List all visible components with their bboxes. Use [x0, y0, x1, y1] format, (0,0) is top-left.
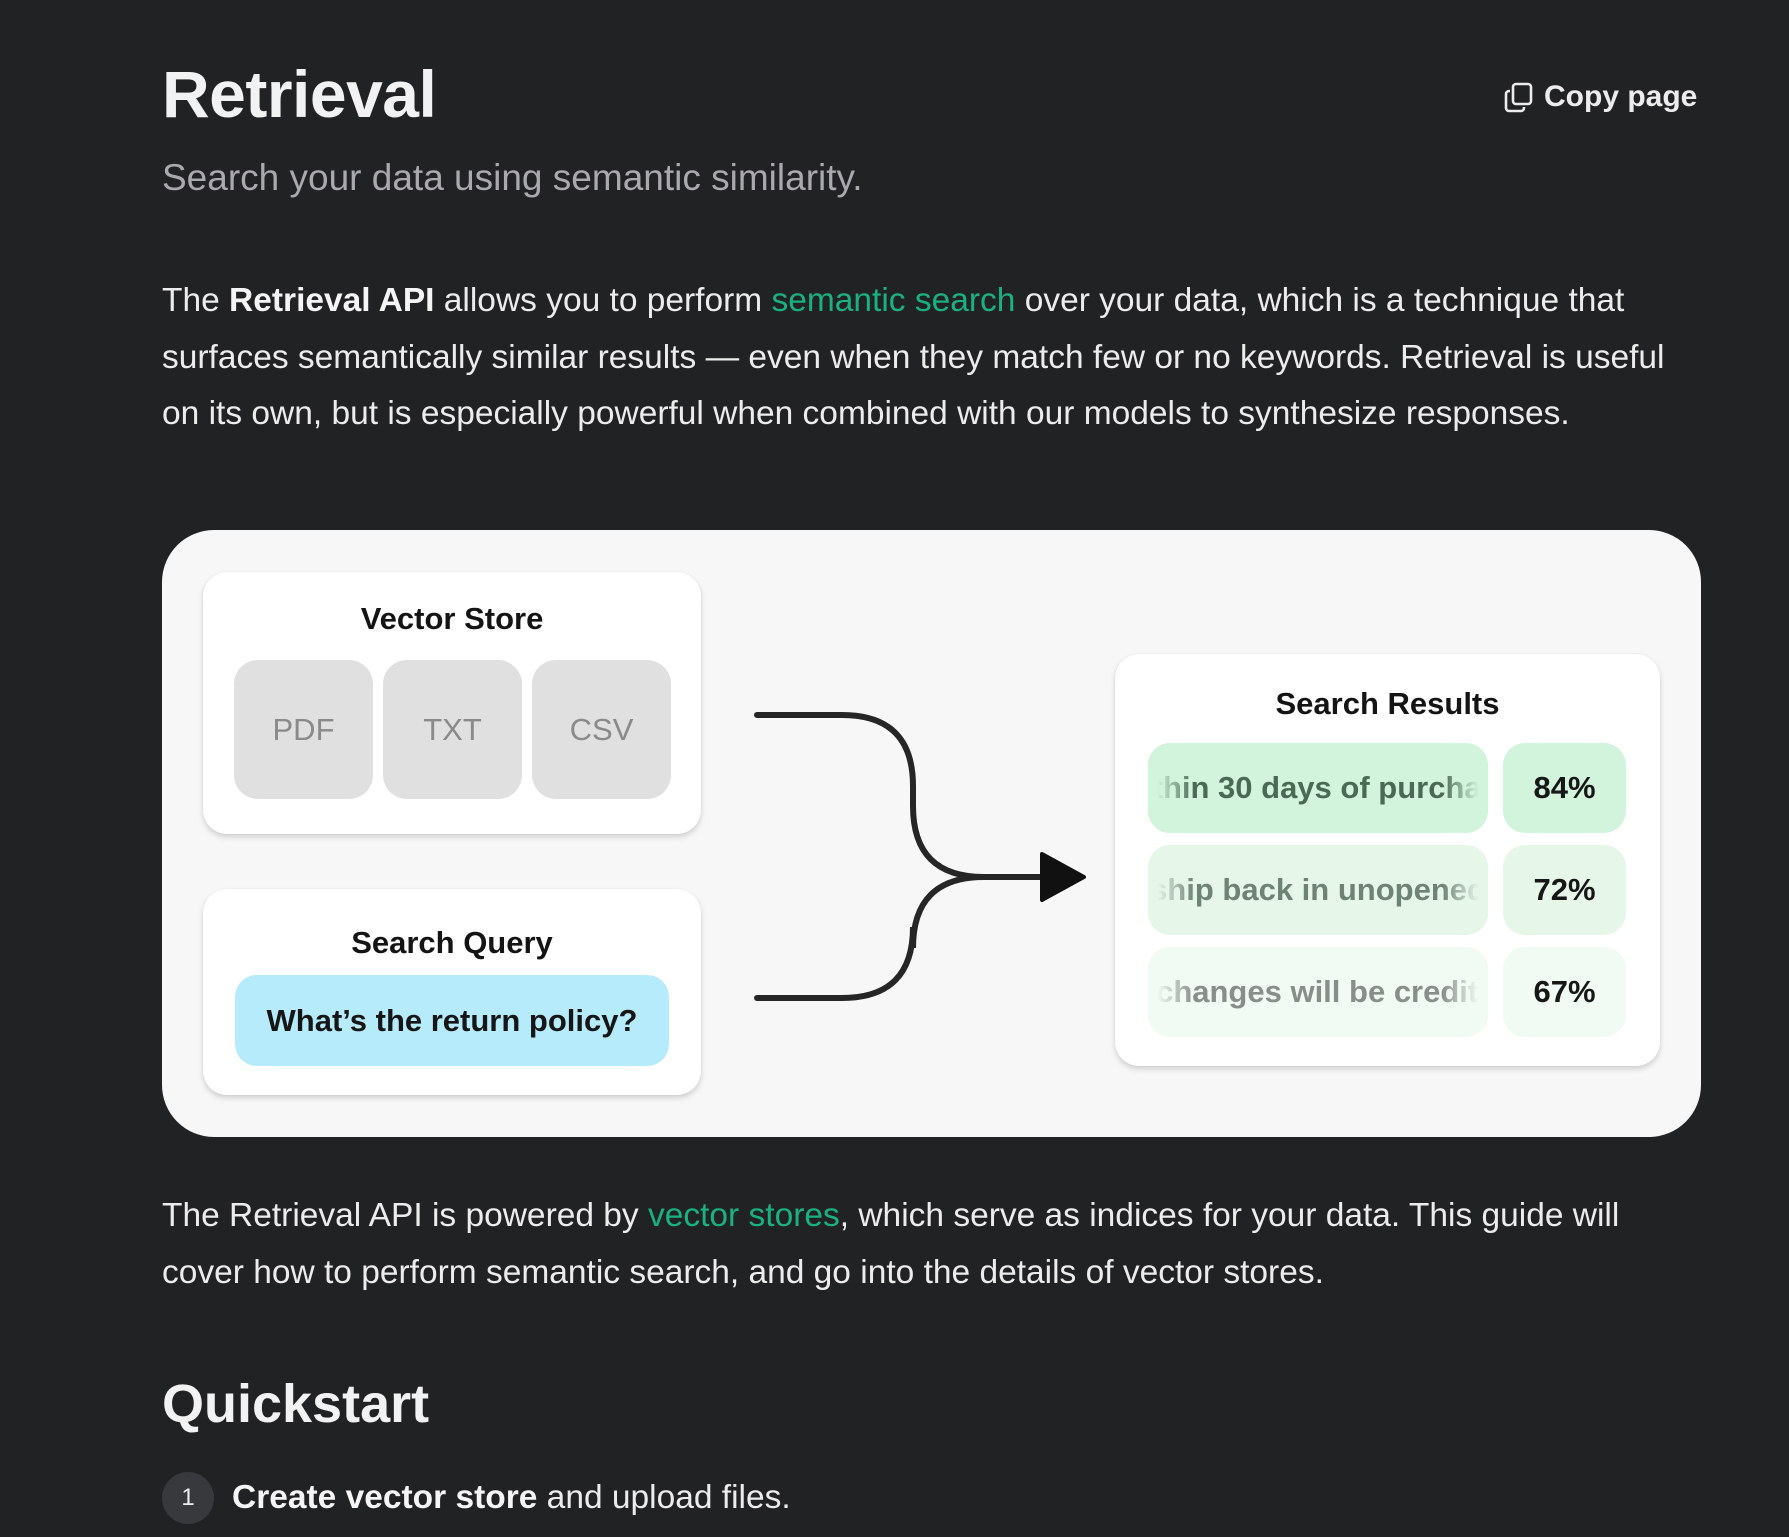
intro-text-mid: allows you to perform	[434, 282, 772, 319]
retrieval-api-bold: Retrieval API	[229, 282, 435, 319]
copy-page-label: Copy page	[1544, 80, 1698, 113]
result-snippet: exchanges will be credited	[1148, 947, 1488, 1037]
step-rest-text: and upload files.	[537, 1479, 791, 1516]
body-text-start: The Retrieval API is powered by	[162, 1197, 648, 1234]
body-paragraph: The Retrieval API is powered by vector s…	[162, 1188, 1702, 1301]
semantic-search-link[interactable]: semantic search	[771, 282, 1016, 319]
copy-icon	[1504, 82, 1533, 113]
body-text-end: , which serve as indices for your data. …	[162, 1197, 1620, 1291]
result-score: 67%	[1503, 947, 1626, 1037]
result-snippet-text: exchanges will be credited	[1148, 974, 1488, 1009]
result-score: 72%	[1503, 845, 1626, 935]
quickstart-step: 1 Create vector store and upload files.	[162, 1472, 791, 1524]
intro-text-end: over your data, which is a technique tha…	[162, 282, 1665, 432]
vector-store-card: Vector Store PDF TXT CSV	[203, 572, 701, 834]
result-snippet-text: within 30 days of purchase	[1148, 770, 1488, 805]
search-query-title: Search Query	[351, 925, 553, 960]
page-subtitle: Search your data using semantic similari…	[162, 157, 863, 198]
intro-text-start: The	[162, 282, 230, 319]
intro-paragraph: The Retrieval API allows you to perform …	[162, 273, 1702, 443]
query-text: What’s the return policy?	[235, 975, 669, 1066]
copy-page-button[interactable]: Copy page	[1504, 80, 1697, 114]
result-snippet: ship back in unopened	[1148, 845, 1488, 935]
file-tile-pdf: PDF	[234, 660, 373, 799]
file-tile-txt: TXT	[383, 660, 522, 799]
vector-stores-link[interactable]: vector stores	[647, 1197, 840, 1234]
result-score: 84%	[1503, 743, 1626, 833]
vector-store-title: Vector Store	[360, 601, 544, 636]
search-results-card: Search Results within 30 days of purchas…	[1115, 654, 1660, 1066]
result-snippet-text: ship back in unopened	[1150, 872, 1486, 907]
search-query-card: Search Query What’s the return policy?	[203, 889, 701, 1095]
page-title: Retrieval	[162, 57, 437, 131]
step-bold-text: Create vector store	[232, 1479, 538, 1516]
search-results-title: Search Results	[1275, 686, 1500, 721]
step-text: Create vector store and upload files.	[232, 1479, 791, 1517]
result-snippet: within 30 days of purchase	[1148, 743, 1488, 833]
file-tile-csv: CSV	[532, 660, 671, 799]
step-number-badge: 1	[162, 1472, 214, 1524]
quickstart-heading: Quickstart	[162, 1374, 430, 1434]
retrieval-diagram: Vector Store PDF TXT CSV Search Query Wh…	[162, 530, 1701, 1137]
